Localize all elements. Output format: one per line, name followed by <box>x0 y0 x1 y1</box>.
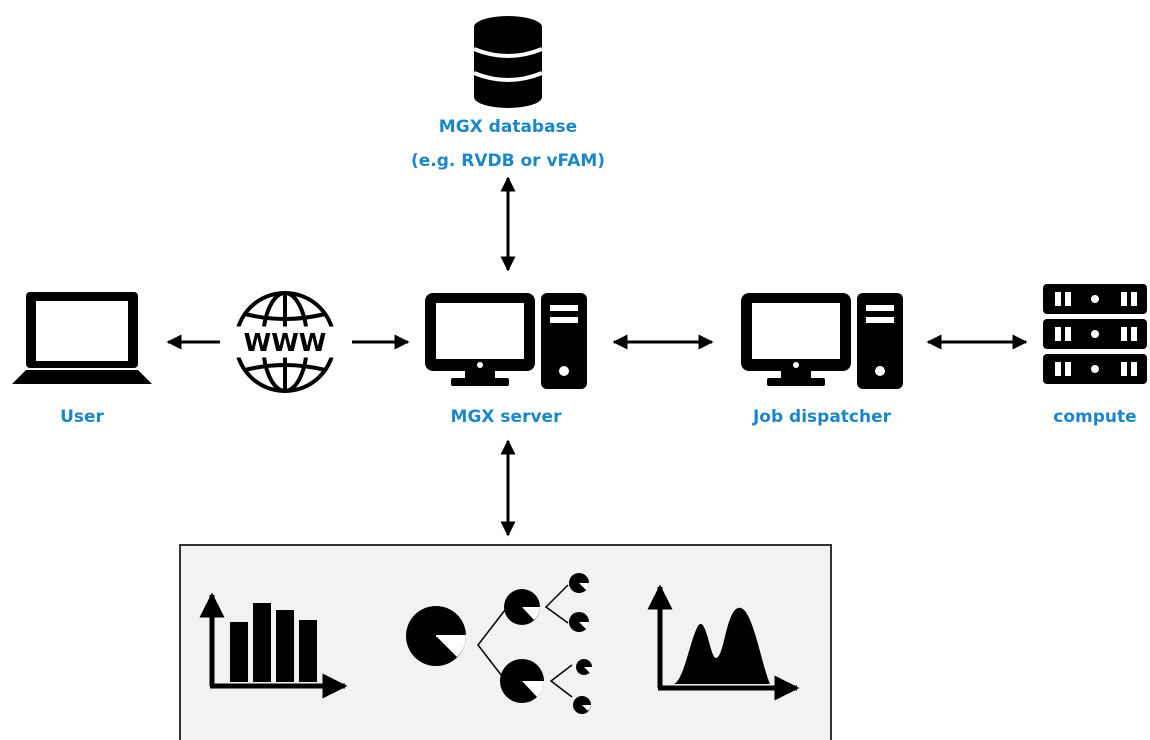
server-rack-icon <box>1043 284 1147 384</box>
dispatcher-label: Job dispatcher <box>752 407 892 427</box>
server-label: MGX server <box>450 407 562 427</box>
pie-chart-tree-icon <box>406 573 593 714</box>
database-icon <box>473 16 543 108</box>
dispatcher-computer-icon <box>741 293 903 389</box>
user-label: User <box>60 407 104 427</box>
database-label-line1: MGX database <box>438 117 578 137</box>
compute-label: compute <box>1053 407 1137 427</box>
server-computer-icon <box>425 293 587 389</box>
laptop-icon <box>12 292 152 384</box>
bar-chart-icon <box>199 592 348 699</box>
area-chart-icon <box>647 584 800 701</box>
www-text: WWW <box>244 328 327 357</box>
database-label-line2: (e.g. RVDB or vFAM) <box>410 151 606 171</box>
globe-www-icon: WWW <box>231 291 339 393</box>
